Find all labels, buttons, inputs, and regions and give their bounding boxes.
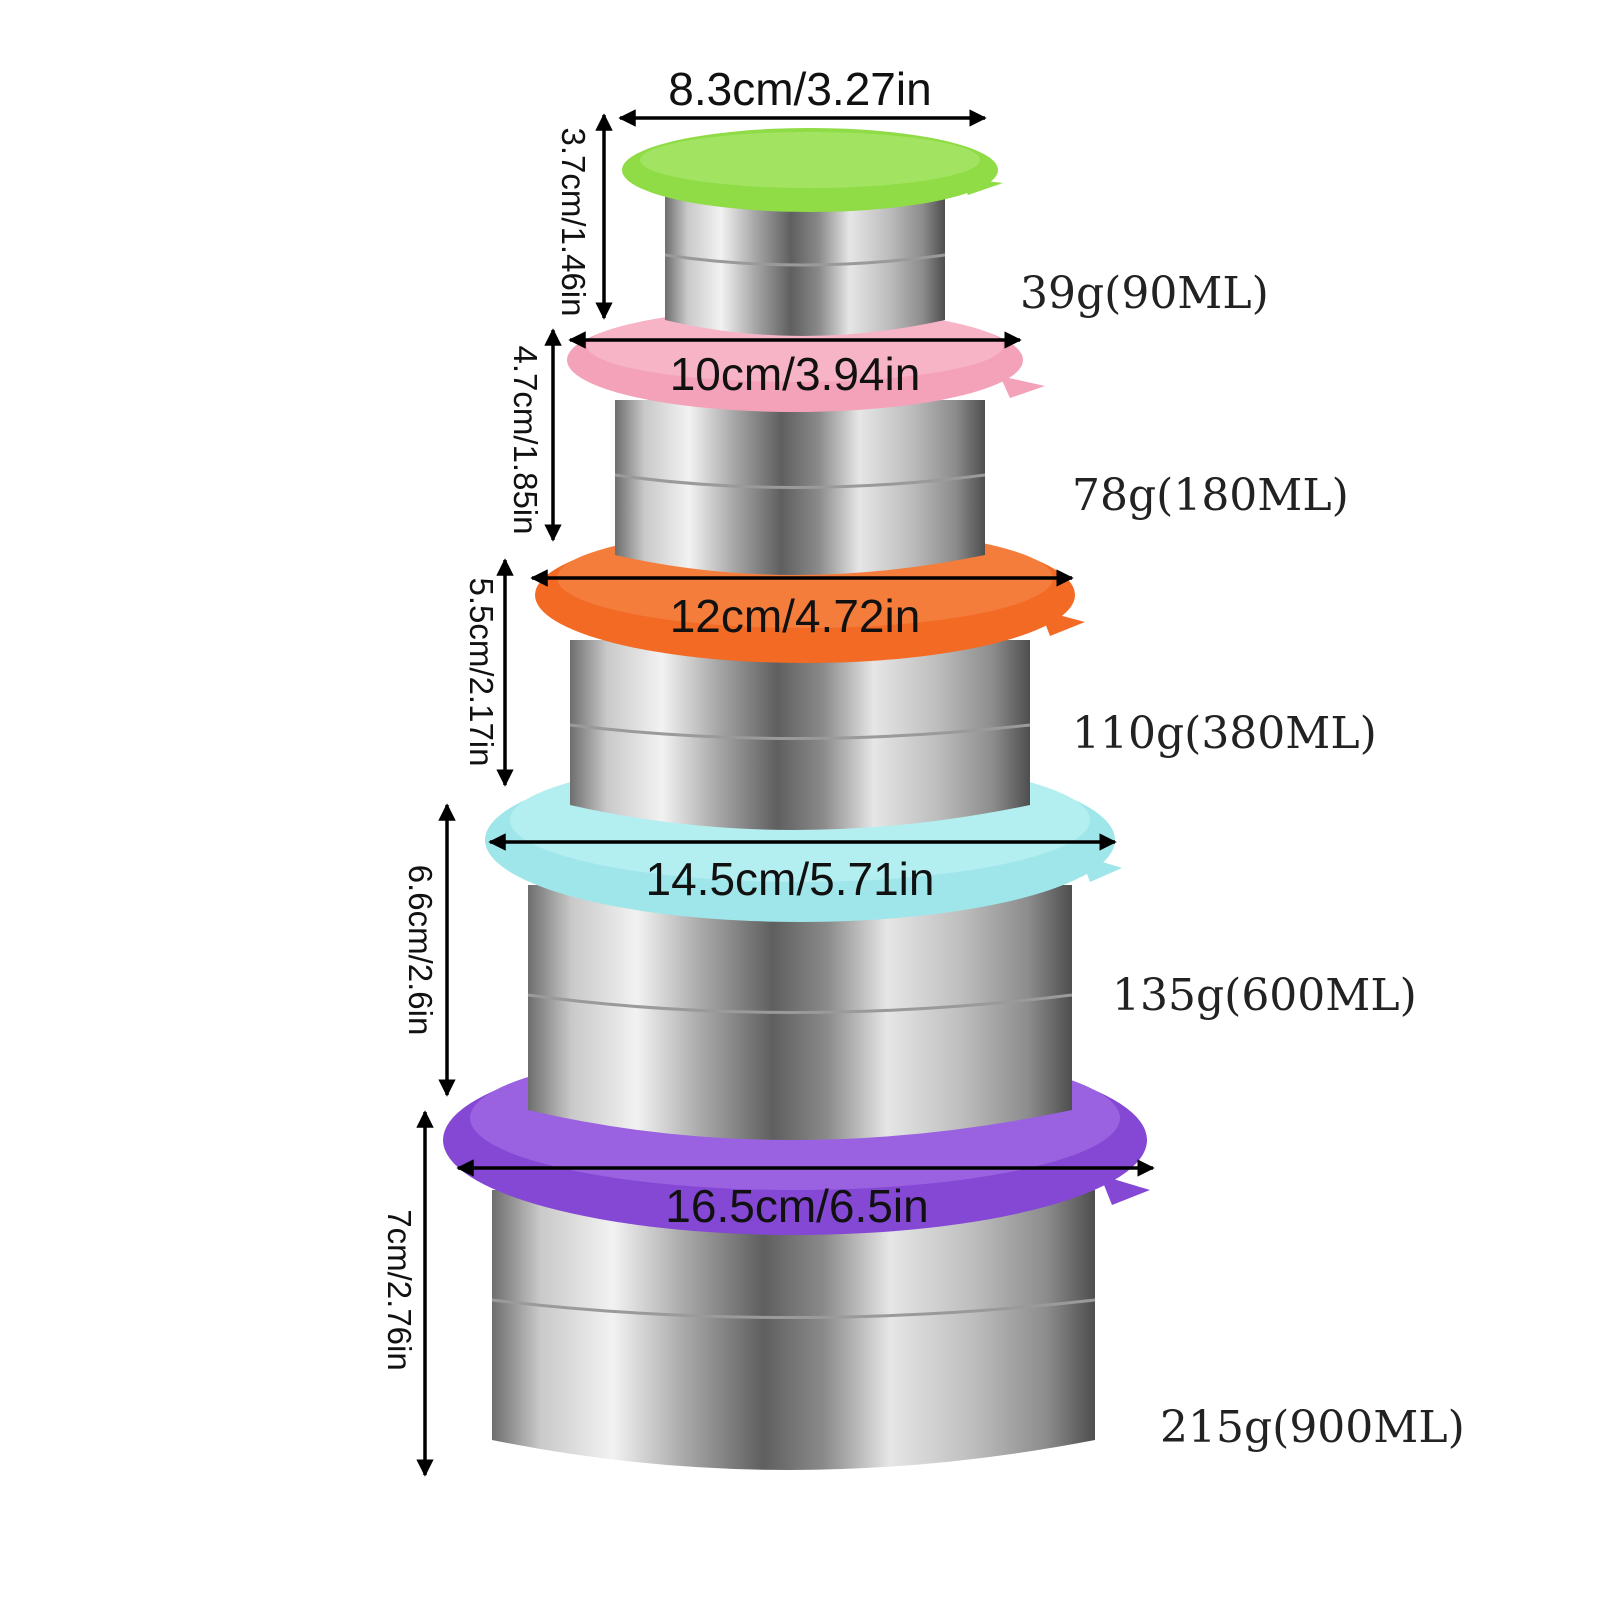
container-rim-line — [614, 473, 986, 489]
width-label-orange: 12cm/4.72in — [670, 590, 921, 642]
lid-top-highlight — [640, 132, 980, 188]
container-green — [622, 128, 1003, 336]
container-rim-line — [491, 1298, 1096, 1319]
height-label-orange: 5.5cm/2.17in — [463, 578, 500, 767]
container-body — [570, 640, 1030, 830]
height-label-purple: 7cm/2.76in — [381, 1209, 418, 1370]
width-label-green: 8.3cm/3.27in — [668, 63, 931, 115]
weight-label-purple: 215g(900ML) — [1160, 1402, 1465, 1453]
width-label-pink: 10cm/3.94in — [670, 348, 921, 400]
weight-label-pink: 78g(180ML) — [1072, 470, 1349, 521]
weight-label-green: 39g(90ML) — [1020, 268, 1269, 319]
weight-label-orange: 110g(380ML) — [1072, 708, 1377, 759]
height-label-green: 3.7cm/1.46in — [555, 128, 592, 317]
lid-tab — [1000, 376, 1045, 398]
container-rim-line — [527, 993, 1073, 1014]
height-label-pink: 4.7cm/1.85in — [507, 346, 544, 535]
container-body — [665, 185, 945, 336]
container-rim-line — [664, 253, 946, 267]
weight-label-cyan: 135g(600ML) — [1112, 970, 1417, 1021]
lid-tab — [1100, 1175, 1150, 1205]
width-label-cyan: 14.5cm/5.71in — [646, 853, 935, 905]
container-rim-line — [569, 723, 1031, 740]
width-label-purple: 16.5cm/6.5in — [665, 1180, 928, 1232]
height-label-cyan: 6.6cm/2.6in — [402, 865, 439, 1036]
container-body — [492, 1190, 1095, 1470]
